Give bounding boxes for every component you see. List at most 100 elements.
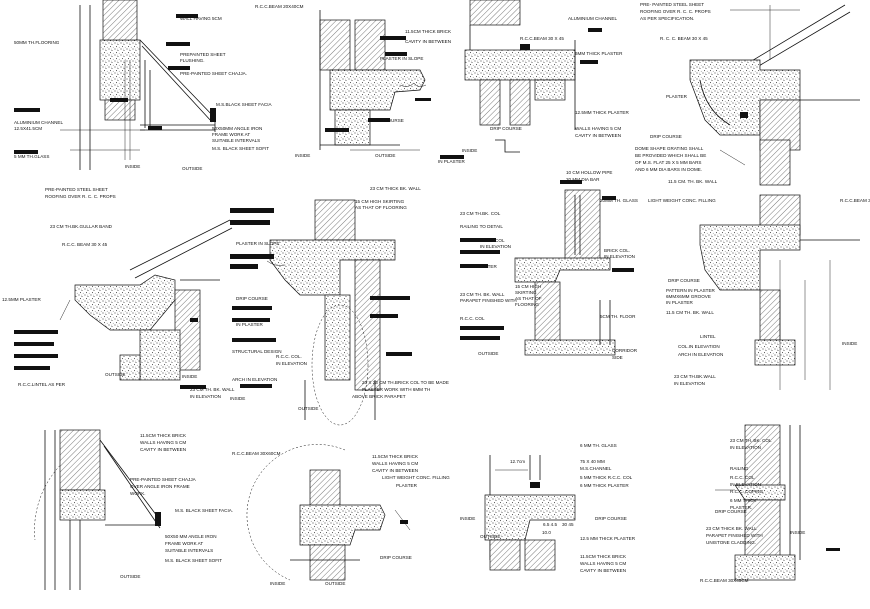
callout-label: SUITABLE INTERVALS bbox=[165, 548, 213, 553]
callout-label: R.C.C. COL bbox=[460, 316, 485, 321]
callout-label: 11.5CM THICK BRICK bbox=[405, 29, 452, 34]
callout-label: ALUMINIUM CHANNEL bbox=[14, 120, 63, 125]
callout-label: 23 CM TH.BK.WALL bbox=[674, 374, 716, 379]
callout-label: DRIP COURSE bbox=[380, 555, 412, 560]
callout-label: 6MMX6MM GROOVE bbox=[666, 294, 711, 299]
callout-label: OUTSIDE bbox=[480, 534, 500, 539]
callout-label: IN ELEVATION bbox=[730, 445, 761, 450]
callout-label: R.C.C. COL bbox=[730, 475, 755, 480]
callout-label: OUTSIDE bbox=[375, 153, 395, 158]
callout-label: WORK. bbox=[130, 491, 146, 496]
callout-label: 12.5MM THICK PLASTER bbox=[575, 110, 629, 115]
callout-label: FRAME WORK AT bbox=[165, 541, 203, 546]
callout-label: BRICK COL. bbox=[604, 248, 630, 253]
callout-label: WALL HAVING 5CM bbox=[180, 16, 222, 21]
callout-label: R.C.C.BEAM 30X60CM bbox=[232, 451, 281, 456]
callout-label: AS THAT OF bbox=[515, 296, 542, 301]
callout-label: WALLS HAVING 5 CM bbox=[575, 126, 621, 131]
callout-label: DRIP COURSE bbox=[372, 118, 404, 123]
callout-label: SUITABLE INTERVALS bbox=[212, 138, 260, 143]
detail-dome-roof bbox=[689, 4, 860, 186]
callout-label: R.C.C.BEAM 30 X 45 bbox=[520, 36, 564, 41]
callout-label: IN PLASTER bbox=[470, 264, 497, 269]
callout-label: OUTSIDE bbox=[478, 351, 498, 356]
callout-label: 20 MM DIA BAR bbox=[566, 177, 600, 182]
callout-label: INSIDE bbox=[230, 396, 245, 401]
detail-beam-cavity bbox=[440, 0, 602, 159]
callout-label: 12.7cm bbox=[510, 459, 525, 464]
detail-cavity-wall-top bbox=[319, 10, 431, 151]
callout-label: INSIDE bbox=[460, 516, 475, 521]
callout-label: IN ELEVATION bbox=[480, 244, 511, 249]
callout-label: 5CM TH. FLOOR bbox=[600, 314, 636, 319]
callout-label: PRE-PAINTED STEEL SHEET bbox=[45, 187, 108, 192]
callout-label: PRE-PAINTED SHEET CHAJJA bbox=[130, 477, 197, 482]
callout-label: R.C.C. BEAM 30 X 45 bbox=[62, 242, 108, 247]
callout-label: 23 CM THICK BK. WALL bbox=[370, 186, 421, 191]
callout-label: R.C.C. COPING bbox=[730, 489, 764, 494]
callout-label: DRIP COURSE bbox=[490, 126, 522, 131]
callout-label: 12.5 MM THICK PLASTER bbox=[580, 536, 636, 541]
callout-label: IN PLASTER bbox=[438, 159, 465, 164]
detail-corridor-railing bbox=[460, 180, 634, 356]
callout-label: PLASTER IN SLOPE bbox=[236, 241, 279, 246]
callout-label: IN ELEVATION bbox=[730, 482, 761, 487]
callout-label: DRIP COURSE bbox=[668, 278, 700, 283]
callout-label: 11.5CM THICK BRICK bbox=[580, 554, 627, 559]
detail-circle-chajja bbox=[34, 429, 161, 590]
callout-label: ABOVE BRICK PARAPET bbox=[352, 394, 406, 399]
callout-label: 11.5CM THICK BRICK bbox=[140, 433, 187, 438]
callout-label: 12.5MM PLASTER bbox=[2, 297, 41, 302]
callout-label: INSIDE bbox=[462, 148, 477, 153]
callout-label: CAVITY IN BETWEEN bbox=[580, 568, 626, 573]
callout-label: FRAME WORK AT bbox=[212, 132, 250, 137]
detail-circle-cavity bbox=[246, 444, 411, 581]
callout-label: LINTEL bbox=[700, 334, 716, 339]
callout-label: AND 6 MM DIA BARS IN DOME. bbox=[635, 167, 702, 172]
callout-label: 6 MM THICK bbox=[730, 498, 757, 503]
callout-label: FLUSHING. bbox=[180, 58, 205, 63]
callout-label: IN PLASTER bbox=[236, 322, 263, 327]
callout-label: PLASTER. bbox=[730, 505, 752, 510]
callout-label: STRUCTURAL DESIGN bbox=[232, 349, 282, 354]
callout-label: 23 CM TH. BK. COL bbox=[730, 438, 772, 443]
callout-label: PATTERN IN PLASTER bbox=[666, 288, 716, 293]
callout-label: PLASTER WORK WITH 6MM TH bbox=[362, 387, 430, 392]
callout-label: M.S. BLACK SHEET SOFIT bbox=[165, 558, 222, 563]
callout-label: CORRIDOR bbox=[612, 348, 638, 353]
callout-label: IN PLASTER bbox=[666, 300, 693, 305]
callout-label: PLASTER bbox=[396, 483, 418, 488]
callout-label: 50X50MM ANGLE IRON bbox=[212, 126, 262, 131]
callout-label: R.C.C.BEAM 30X45CM bbox=[840, 198, 870, 203]
callout-label: PLASTER IN SLOPE bbox=[380, 56, 423, 61]
callout-label: OUTSIDE bbox=[182, 166, 202, 171]
callout-label: COL.IN ELEVATION bbox=[678, 344, 720, 349]
callout-label: R.C.C.LINTEL AS PER bbox=[18, 382, 66, 387]
callout-label: PRE- PAINTED STEEL SHEET bbox=[640, 2, 704, 7]
callout-label: DRIP COURSE bbox=[715, 509, 747, 514]
callout-label: ROOFING OVER R. C. C. PROPS bbox=[640, 9, 711, 14]
callout-label: IN ELEVATION bbox=[604, 254, 635, 259]
callout-label: 6.5 4.5 bbox=[543, 522, 557, 527]
callout-label: M.S.CHANNEL bbox=[580, 466, 612, 471]
callout-label: OVER ANGLE IRON FRAME bbox=[130, 484, 190, 489]
detail-pattern-plaster bbox=[699, 194, 860, 390]
callout-label: 15 CM HIGH SKIRTING bbox=[355, 199, 405, 204]
callout-label: OF M.S. FLAT 25 X 5 MM BARS bbox=[635, 160, 701, 165]
callout-label: WALLS HAVING 5 CM bbox=[140, 440, 186, 445]
callout-label: INSIDE bbox=[270, 581, 285, 586]
callout-label: M.S. BLACK SHEET FACIA. bbox=[175, 508, 233, 513]
callout-label: CAVITY IN BETWEEN bbox=[140, 447, 186, 452]
callout-label: INSIDE bbox=[125, 164, 140, 169]
callout-label: 11.5 CM. TH. BK. WALL bbox=[668, 179, 718, 184]
callout-label: ARCH IN ELEVATION bbox=[232, 377, 277, 382]
callout-label: OUTSIDE bbox=[120, 574, 140, 579]
callout-label: INSIDE bbox=[295, 153, 310, 158]
detail-glass-window bbox=[484, 455, 576, 571]
callout-label: SKIRTING bbox=[515, 290, 537, 295]
callout-label: 50X50 MM ANGLE IRON bbox=[165, 534, 217, 539]
callout-label: 6 MM THICK PLASTER bbox=[580, 483, 629, 488]
callout-label: M.S.BLACK SHEET FACIA bbox=[216, 102, 273, 107]
callout-label: OUTSIDE bbox=[105, 372, 125, 377]
